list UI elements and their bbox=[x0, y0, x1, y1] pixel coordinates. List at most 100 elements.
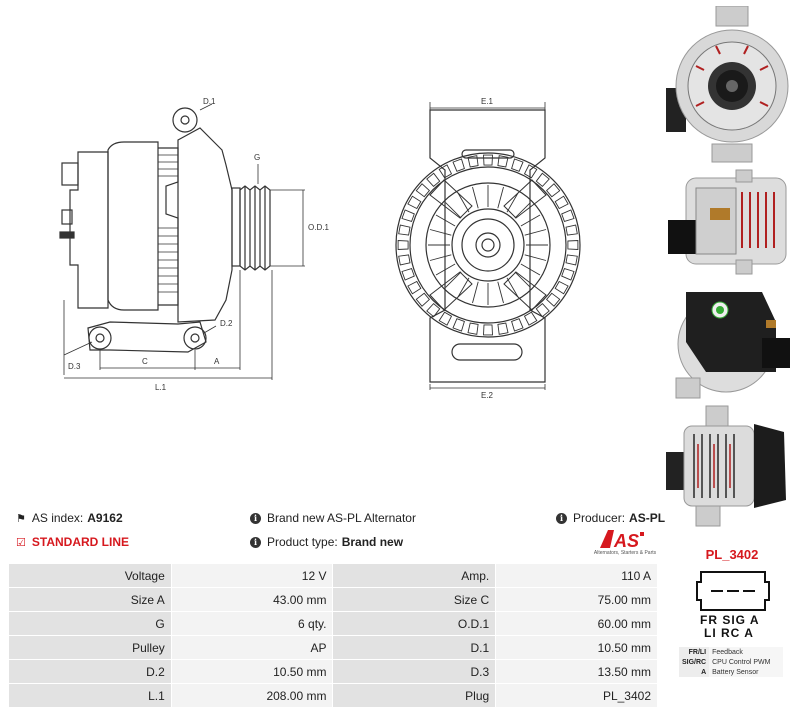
housing-slot bbox=[565, 224, 578, 236]
fan-blade bbox=[506, 277, 519, 298]
housing-slot bbox=[407, 280, 422, 295]
tag-icon: ⚑ bbox=[16, 512, 26, 525]
spec-value: 13.50 mm bbox=[495, 659, 658, 684]
housing-slot bbox=[523, 164, 538, 179]
fan-blade bbox=[497, 186, 504, 209]
spec-value: 60.00 mm bbox=[495, 611, 658, 636]
label-e2: E.2 bbox=[481, 391, 494, 400]
legend-key: A bbox=[679, 667, 710, 677]
product-photo-front bbox=[666, 6, 794, 164]
housing-slot bbox=[407, 195, 422, 210]
fan-blade bbox=[506, 192, 519, 213]
label-g: G bbox=[254, 153, 260, 162]
info-icon: i bbox=[556, 512, 567, 524]
spec-value: AP bbox=[170, 635, 334, 660]
housing-slot bbox=[497, 322, 509, 335]
checkbox-checked-icon: ☑ bbox=[16, 536, 26, 549]
label-l1: L.1 bbox=[155, 383, 167, 392]
product-photo-back bbox=[666, 282, 794, 400]
info-icon: i bbox=[250, 512, 261, 524]
fan-blade bbox=[435, 263, 456, 276]
spec-value: 75.00 mm bbox=[495, 587, 658, 612]
housing-slot bbox=[483, 154, 493, 166]
housing-slot bbox=[397, 240, 409, 250]
housing-slot bbox=[497, 155, 509, 168]
fan-blade bbox=[429, 254, 452, 261]
fan-blade bbox=[445, 202, 462, 219]
housing-slot bbox=[452, 318, 465, 332]
label-e1: E.1 bbox=[481, 97, 494, 106]
housing-slot bbox=[415, 183, 431, 198]
logo-tagline: Alternators, Starters & Parts bbox=[593, 550, 657, 556]
product-photo-rear bbox=[666, 168, 794, 276]
fan-blade bbox=[457, 277, 470, 298]
spec-label: Voltage bbox=[8, 563, 172, 588]
fan-blade bbox=[524, 229, 547, 236]
legend-value: CPU Control PWM bbox=[709, 657, 783, 667]
as-index-value: A9162 bbox=[87, 511, 123, 525]
as-index-label: AS index: bbox=[31, 511, 84, 525]
housing-slot bbox=[467, 155, 479, 168]
spec-label: D.2 bbox=[8, 659, 172, 684]
housing-slot bbox=[438, 164, 453, 179]
fan-blade bbox=[520, 214, 541, 227]
housing-slot bbox=[398, 224, 411, 236]
spec-value: 208.00 mm bbox=[170, 683, 334, 708]
housing-slot bbox=[426, 172, 441, 188]
label-c: C bbox=[142, 357, 148, 366]
spec-label: Size A bbox=[8, 587, 172, 612]
housing-slot bbox=[415, 292, 431, 307]
fan-blade bbox=[457, 192, 470, 213]
fan-blade bbox=[429, 229, 452, 236]
producer-row: i Producer: AS-PL bbox=[556, 511, 665, 525]
housing-slot bbox=[565, 254, 578, 266]
as-pl-logo: AS Alternators, Starters & Parts bbox=[590, 528, 660, 558]
producer-label: Producer: bbox=[573, 511, 626, 525]
fan-blade bbox=[472, 281, 479, 304]
fan-blade bbox=[472, 186, 479, 209]
producer-value: AS-PL bbox=[629, 511, 666, 525]
spec-label: Pulley bbox=[8, 635, 172, 660]
label-a: A bbox=[214, 357, 220, 366]
fan-blade bbox=[514, 271, 531, 288]
description-row: i Brand new AS-PL Alternator bbox=[250, 511, 416, 525]
spec-value: 43.00 mm bbox=[170, 587, 334, 612]
housing-slot bbox=[426, 302, 441, 318]
housing-slot bbox=[438, 311, 453, 326]
spec-value: PL_3402 bbox=[495, 683, 658, 708]
plug-connector-diagram bbox=[696, 571, 770, 611]
fan-blade bbox=[497, 281, 504, 304]
front-view-drawing bbox=[395, 102, 581, 390]
logo-mark-text: AS bbox=[613, 531, 639, 550]
spec-value: 12 V bbox=[170, 563, 334, 588]
housing-slot bbox=[398, 254, 411, 266]
housing-slot bbox=[401, 209, 415, 222]
spec-label: Amp. bbox=[332, 563, 497, 588]
legend-value: Battery Sensor bbox=[709, 667, 783, 677]
spec-label: D.1 bbox=[332, 635, 497, 660]
spec-value: 10.50 mm bbox=[170, 659, 334, 684]
spec-value: 6 qty. bbox=[170, 611, 334, 636]
housing-slot bbox=[545, 292, 561, 307]
plug-title: PL_3402 bbox=[705, 547, 759, 562]
housing-slot bbox=[523, 311, 538, 326]
spec-label: O.D.1 bbox=[332, 611, 497, 636]
fan-blade bbox=[514, 202, 531, 219]
product-photo-side bbox=[666, 404, 794, 528]
description-text: Brand new AS-PL Alternator bbox=[267, 511, 416, 525]
info-icon: i bbox=[250, 536, 261, 548]
housing-slot bbox=[554, 280, 569, 295]
fan-blade bbox=[524, 254, 547, 261]
label-d3: D.3 bbox=[68, 362, 81, 371]
label-d2: D.2 bbox=[220, 319, 233, 328]
housing-slot bbox=[483, 324, 493, 336]
legend-key: SIG/RC bbox=[679, 657, 710, 667]
as-logo-mark: AS bbox=[600, 530, 644, 551]
product-type-label: Product type: bbox=[267, 535, 338, 549]
